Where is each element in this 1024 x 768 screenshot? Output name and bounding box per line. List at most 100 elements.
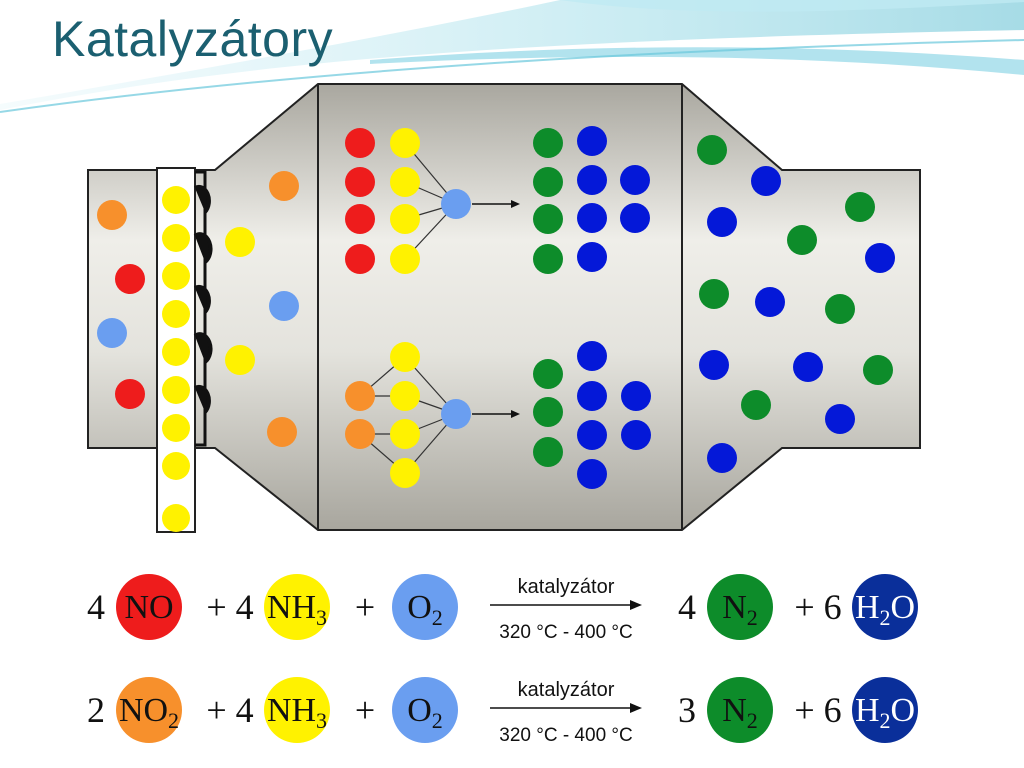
product-h2o: H2O [852, 574, 918, 640]
nh3-molecule [390, 381, 420, 411]
slide-title: Katalyzátory [52, 11, 334, 67]
reactant-o2-circle [392, 574, 458, 640]
h2o-molecule [707, 443, 737, 473]
reactant-o2-label: O2 [407, 589, 443, 630]
n2-molecule [533, 397, 563, 427]
h2o-molecule [755, 287, 785, 317]
h2o-molecule [577, 242, 607, 272]
product-n2: N2 [707, 574, 773, 640]
reactant-nh3-label: NH3 [267, 692, 327, 733]
h2o-molecule [577, 459, 607, 489]
h2o-molecule [707, 207, 737, 237]
coefficient: 2 [87, 690, 105, 730]
operator: + 6 [794, 587, 841, 627]
operator: + 4 [206, 690, 253, 730]
n2-molecule [533, 244, 563, 274]
equation-2: 2 NO2 + 4 NH3 + O2 katalyzátor 320 °C - 400 °C 3… [87, 677, 918, 746]
molecule-layer [97, 126, 895, 532]
h2o-molecule [825, 404, 855, 434]
nh3-molecule [390, 419, 420, 449]
nh3-molecule [162, 338, 190, 366]
o2-molecule [97, 318, 127, 348]
equation-arrow-head [630, 600, 642, 610]
reactant-o2-label: O2 [407, 692, 443, 733]
h2o-molecule [577, 203, 607, 233]
reactant-nh3-circle [264, 677, 330, 743]
h2o-molecule [699, 350, 729, 380]
h2o-molecule [865, 243, 895, 273]
no2-molecule [269, 171, 299, 201]
temperature-label: 320 °C - 400 °C [499, 622, 632, 643]
nh3-molecule [162, 262, 190, 290]
arrow-head [511, 410, 520, 418]
nh3-molecule [225, 345, 255, 375]
catalyst-label: katalyzátor [518, 576, 615, 598]
reactant-no2-circle [116, 677, 182, 743]
equation-arrow-head [630, 703, 642, 713]
product-h2o-circle [852, 574, 918, 640]
product-h2o-label: H2O [855, 589, 915, 630]
coefficient: 3 [678, 690, 696, 730]
nh3-molecule [390, 204, 420, 234]
nh3-molecule [162, 504, 190, 532]
reactant-nh3-label: NH3 [267, 589, 327, 630]
n2-molecule [825, 294, 855, 324]
h2o-molecule [577, 420, 607, 450]
converter-body [87, 83, 921, 531]
operator: + [355, 690, 375, 730]
product-n2-label: N2 [722, 692, 758, 733]
nh3-molecule [390, 128, 420, 158]
o2-molecule [441, 189, 471, 219]
no2-molecule [97, 200, 127, 230]
decorative-swoosh [0, 0, 1024, 113]
no-molecule [345, 167, 375, 197]
n2-molecule [741, 390, 771, 420]
no-molecule [115, 379, 145, 409]
n2-molecule [699, 279, 729, 309]
reactant-o2-circle [392, 677, 458, 743]
n2-molecule [533, 437, 563, 467]
no-molecule [345, 204, 375, 234]
o2-molecule [269, 291, 299, 321]
reactant-nh3: NH3 [264, 574, 330, 640]
reactant-no-label: NO [124, 589, 173, 626]
catalyst-label: katalyzátor [518, 679, 615, 701]
reactant-no2-label: NO2 [119, 692, 179, 733]
temperature-label: 320 °C - 400 °C [499, 725, 632, 746]
h2o-molecule [621, 381, 651, 411]
nh3-molecule [390, 167, 420, 197]
h2o-molecule [577, 126, 607, 156]
o2-molecule [441, 399, 471, 429]
nh3-molecule [390, 342, 420, 372]
no-molecule [345, 244, 375, 274]
nh3-molecule [162, 414, 190, 442]
nh3-molecule [390, 458, 420, 488]
operator: + 6 [794, 690, 841, 730]
h2o-molecule [577, 381, 607, 411]
h2o-molecule [620, 165, 650, 195]
reactant-o2: O2 [392, 677, 458, 743]
reactant-no-circle [116, 574, 182, 640]
no2-molecule [345, 419, 375, 449]
product-h2o-label: H2O [855, 692, 915, 733]
h2o-molecule [621, 420, 651, 450]
n2-molecule [697, 135, 727, 165]
h2o-molecule [793, 352, 823, 382]
h2o-molecule [577, 165, 607, 195]
coefficient: 4 [678, 587, 696, 627]
nh3-molecule [162, 300, 190, 328]
n2-molecule [533, 359, 563, 389]
h2o-molecule [577, 341, 607, 371]
operator: + 4 [206, 587, 253, 627]
n2-molecule [533, 128, 563, 158]
n2-molecule [787, 225, 817, 255]
reactant-no: NO [116, 574, 182, 640]
reactant-no2: NO2 [116, 677, 182, 743]
arrow-head [511, 200, 520, 208]
reactant-o2: O2 [392, 574, 458, 640]
nh3-molecule [225, 227, 255, 257]
product-n2-circle [707, 574, 773, 640]
n2-molecule [533, 167, 563, 197]
